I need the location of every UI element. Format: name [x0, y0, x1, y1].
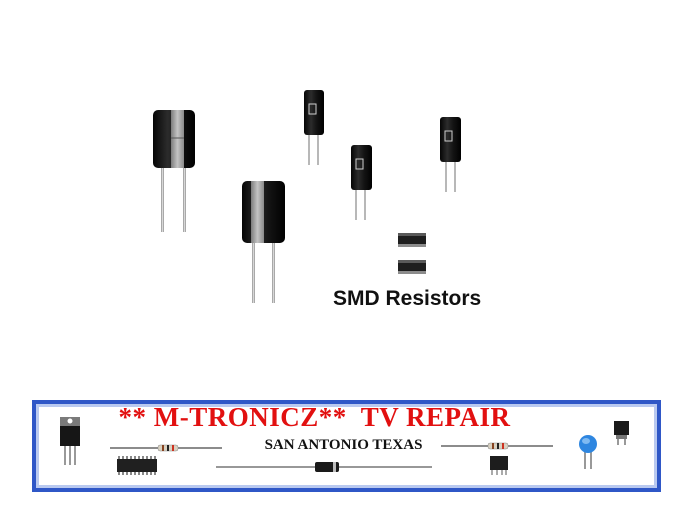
smd-resistor-1 — [398, 233, 426, 247]
smd-resistor-2 — [398, 260, 426, 274]
dip-chip-icon — [490, 456, 508, 475]
electrolytic-capacitor-small-1 — [304, 90, 324, 165]
ic-chip-icon — [117, 456, 157, 475]
smd-resistors-caption: SMD Resistors — [333, 287, 482, 310]
transistor-icon — [60, 417, 80, 465]
electrolytic-capacitor-large-1 — [153, 110, 195, 232]
diode-line-icon — [216, 462, 432, 472]
banner-subtitle: SAN ANTONIO TEXAS — [264, 437, 423, 453]
electrolytic-capacitor-small-3 — [440, 117, 461, 192]
regulator-icon — [614, 421, 629, 445]
resistor-line-left-icon — [110, 444, 222, 452]
resistor-line-right-icon — [441, 442, 553, 450]
electrolytic-capacitor-small-2 — [351, 145, 372, 220]
banner-title: ** M-TRONICZ** TV REPAIR — [118, 402, 511, 432]
electrolytic-capacitor-large-2 — [242, 181, 285, 303]
ceramic-capacitor-icon — [579, 435, 597, 469]
mtronicz-banner — [32, 400, 661, 492]
